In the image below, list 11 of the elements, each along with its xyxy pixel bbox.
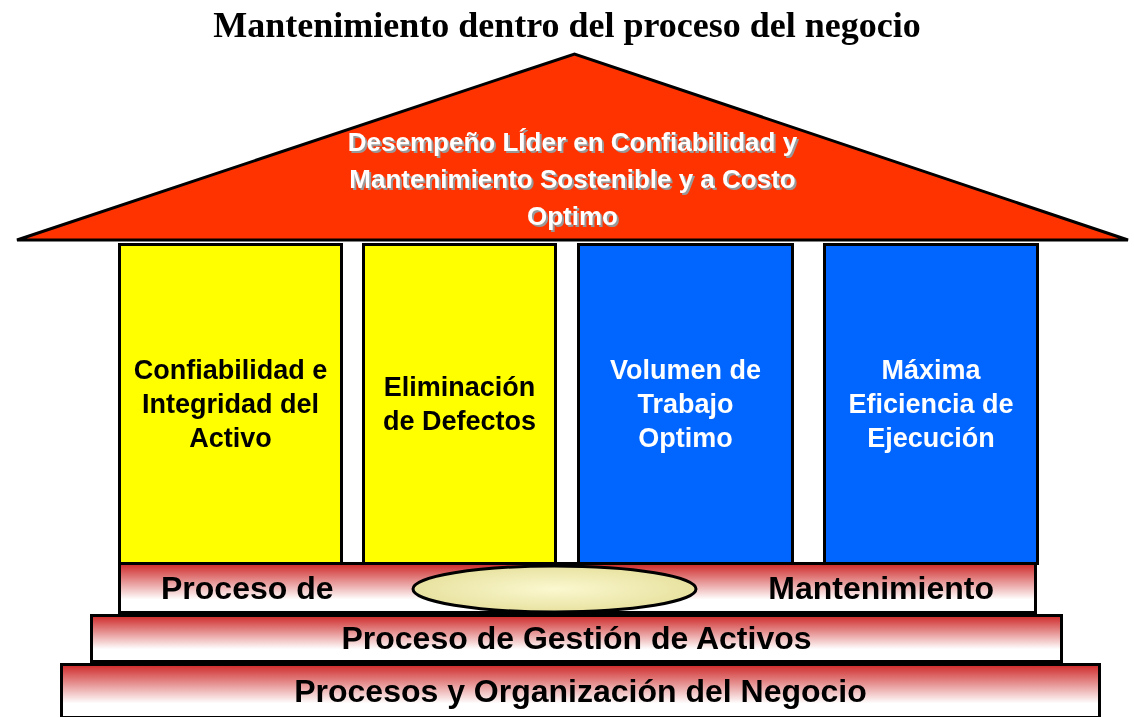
process-band: Proceso de Gestión de Activos [90, 614, 1063, 663]
process-band: Procesos y Organización del Negocio [60, 663, 1101, 717]
pillar-box: Eliminación de Defectos [362, 243, 557, 565]
pillar-box: Confiabilidad e Integridad del Activo [118, 243, 343, 565]
roof-triangle [15, 52, 1130, 242]
process-band: Proceso de Mantenimiento [118, 562, 1037, 614]
ellipse-shape [411, 564, 698, 614]
roof-text: Desempeño LÍder en Confiabilidad y Mantenimiento Sostenible y a Costo Optimo [346, 126, 799, 233]
pillar-box: Volumen de Trabajo Optimo [577, 243, 794, 565]
pillar-box: Máxima Eficiencia de Ejecución [823, 243, 1039, 565]
diagram-title: Mantenimiento dentro del proceso del negocio [212, 4, 922, 46]
